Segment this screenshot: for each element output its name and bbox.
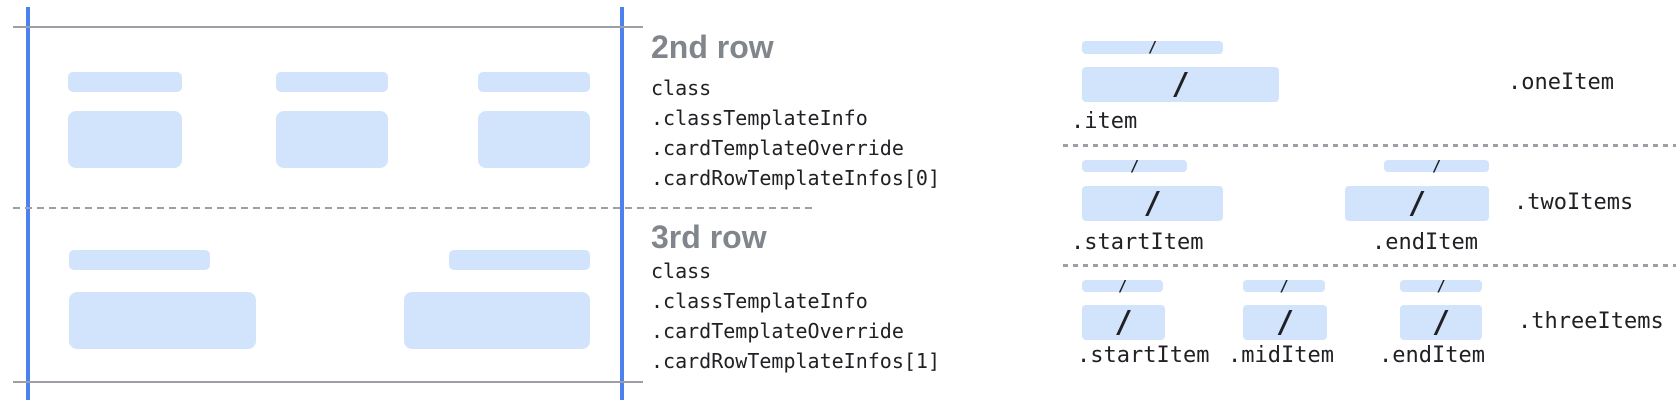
slash-glyph: / (1431, 304, 1451, 340)
card-left-guide-line (26, 7, 30, 400)
slash-glyph: / (1171, 66, 1190, 102)
layout-section-divider (1063, 264, 1676, 267)
start-item-label: .startItem (1077, 343, 1210, 368)
start-item-label: .startItem (1071, 230, 1204, 255)
item-label-placeholder: / (1082, 276, 1163, 295)
slash-glyph: / (1436, 276, 1446, 295)
row2-class-path: class .classTemplateInfo .cardTemplateOv… (651, 73, 940, 193)
field-value-placeholder (404, 292, 590, 349)
two-items-layout-label: .twoItems (1514, 190, 1634, 215)
field-value-placeholder (69, 292, 256, 349)
item-value-placeholder: / (1345, 186, 1489, 221)
field-label-placeholder (69, 250, 210, 270)
slash-glyph: / (1431, 156, 1442, 175)
layout-section-divider (1063, 144, 1676, 147)
field-label-placeholder (478, 72, 590, 92)
slash-glyph: / (1279, 276, 1289, 295)
field-label-placeholder (276, 72, 388, 92)
item-value-placeholder: / (1082, 67, 1279, 102)
item-label-placeholder: / (1400, 276, 1482, 295)
item-label-placeholder: / (1082, 156, 1187, 175)
item-label-placeholder: / (1243, 276, 1325, 295)
code-line: .cardRowTemplateInfos[0] (651, 166, 940, 190)
end-item-label: .endItem (1379, 343, 1485, 368)
code-line: class (651, 76, 712, 100)
row-divider-dashed-line (13, 207, 812, 209)
row3-heading: 3rd row (651, 219, 767, 255)
code-line: .classTemplateInfo (651, 289, 868, 313)
row2-heading: 2nd row (651, 29, 774, 65)
field-label-placeholder (68, 72, 182, 92)
code-line: .classTemplateInfo (651, 106, 868, 130)
card-top-border-line (13, 26, 643, 28)
item-label-placeholder: / (1384, 156, 1489, 175)
item-value-placeholder: / (1400, 305, 1482, 340)
field-value-placeholder (478, 111, 590, 168)
item-value-placeholder: / (1243, 305, 1327, 340)
item-value-placeholder: / (1082, 305, 1165, 340)
slash-glyph: / (1117, 276, 1128, 295)
item-label: .item (1071, 109, 1138, 134)
slash-glyph: / (1147, 38, 1158, 56)
end-item-label: .endItem (1372, 230, 1478, 255)
code-line: .cardRowTemplateInfos[1] (651, 349, 940, 373)
field-value-placeholder (68, 111, 182, 168)
code-line: .cardTemplateOverride (651, 136, 904, 160)
one-item-layout-label: .oneItem (1508, 70, 1614, 95)
card-right-guide-line (620, 7, 624, 400)
code-line: .cardTemplateOverride (651, 319, 904, 343)
item-label-placeholder: / (1082, 38, 1223, 56)
three-items-layout-label: .threeItems (1518, 309, 1664, 334)
code-line: class (651, 259, 712, 283)
slash-glyph: / (1129, 156, 1140, 175)
item-value-placeholder: / (1082, 186, 1223, 221)
card-bottom-border-line (13, 381, 643, 383)
mid-item-label: .midItem (1228, 343, 1334, 368)
slash-glyph: / (1275, 304, 1295, 340)
field-label-placeholder (449, 250, 590, 270)
slash-glyph: / (1114, 304, 1133, 340)
slash-glyph: / (1143, 185, 1162, 221)
field-value-placeholder (276, 111, 388, 168)
slash-glyph: / (1407, 185, 1427, 221)
row3-class-path: class .classTemplateInfo .cardTemplateOv… (651, 256, 940, 376)
